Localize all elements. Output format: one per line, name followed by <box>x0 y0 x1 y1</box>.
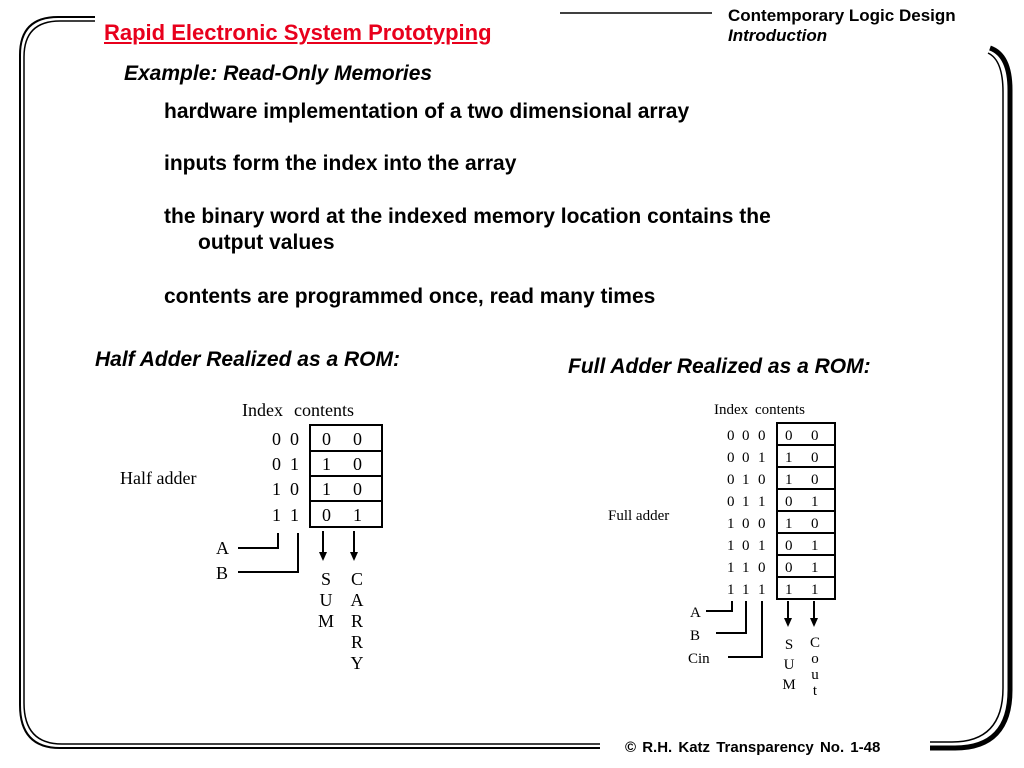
full-content-bit: 0 <box>811 472 819 488</box>
full-index-bit: 0 <box>742 428 750 444</box>
subheading: Example: Read-Only Memories <box>124 62 433 85</box>
bullet-item: inputs form the index into the array <box>164 151 516 177</box>
input-label-a: A <box>216 538 229 558</box>
full-content-bit: 0 <box>785 538 793 554</box>
course-title: Contemporary Logic Design <box>728 6 956 25</box>
index-header: Index <box>714 402 749 418</box>
full-index-bit: 1 <box>742 494 750 510</box>
half-content-bit: 1 <box>322 454 331 474</box>
half-content-bit: 0 <box>353 429 362 449</box>
full-index-bit: 0 <box>742 450 750 466</box>
input-wires <box>238 531 355 573</box>
full-index-bit: 1 <box>727 560 735 576</box>
output-arrows <box>319 552 358 561</box>
contents-header: contents <box>294 400 354 420</box>
half-content-bit: 0 <box>322 505 331 525</box>
full-index-bit: 0 <box>758 472 766 488</box>
full-index-bit: 1 <box>758 538 766 554</box>
full-content-bit: 1 <box>785 472 793 488</box>
full-content-bit: 1 <box>811 538 819 554</box>
half-index-bit: 0 <box>290 479 299 499</box>
input-label-b: B <box>216 563 228 583</box>
full-content-bit: 0 <box>811 428 819 444</box>
full-index-bit: 0 <box>727 450 735 466</box>
input-label-b: B <box>690 628 700 644</box>
bullet-item: the binary word at the indexed memory lo… <box>164 204 771 256</box>
full-adder-rom-diagram: Index contents Full adder 0 0 0 0 0 0 0 … <box>608 402 836 699</box>
course-header: Contemporary Logic Design Introduction <box>728 6 956 46</box>
full-content-bit: 1 <box>785 450 793 466</box>
half-index-bit: 1 <box>272 505 281 525</box>
full-index-bit: 0 <box>727 494 735 510</box>
full-index-bit: 0 <box>758 560 766 576</box>
rom-box <box>776 422 836 600</box>
bullet-text: the binary word at the indexed memory lo… <box>164 205 771 228</box>
slide-footer: © R.H. Katz Transparency No. 1-48 <box>625 739 881 756</box>
index-header: Index <box>242 400 283 420</box>
half-content-bit: 1 <box>353 505 362 525</box>
full-index-bit: 1 <box>742 582 750 598</box>
full-adder-caption: Full Adder Realized as a ROM: <box>568 355 871 378</box>
half-content-bit: 1 <box>322 479 331 499</box>
output-arrows <box>784 618 818 627</box>
full-index-bit: 1 <box>727 538 735 554</box>
half-content-bit: 0 <box>353 479 362 499</box>
rom-box <box>309 424 383 528</box>
half-content-bit: 0 <box>353 454 362 474</box>
full-index-bit: 0 <box>742 538 750 554</box>
bullet-item: hardware implementation of a two dimensi… <box>164 99 689 125</box>
full-content-bit: 0 <box>785 560 793 576</box>
half-index-bit: 0 <box>272 454 281 474</box>
full-index-bit: 1 <box>742 472 750 488</box>
half-index-bit: 1 <box>272 479 281 499</box>
full-index-bit: 0 <box>727 428 735 444</box>
half-index-bit: 1 <box>290 505 299 525</box>
bullet-text-continued: output values <box>198 231 335 254</box>
full-content-bit: 1 <box>811 494 819 510</box>
bullet-item: contents are programmed once, read many … <box>164 284 655 310</box>
full-index-bit: 0 <box>758 428 766 444</box>
half-content-bit: 0 <box>322 429 331 449</box>
full-index-bit: 1 <box>758 450 766 466</box>
full-content-bit: 1 <box>785 582 793 598</box>
full-index-bit: 1 <box>727 582 735 598</box>
input-label-cin: Cin <box>688 651 710 667</box>
half-index-bit: 0 <box>290 429 299 449</box>
input-label-a: A <box>690 605 701 621</box>
full-adder-label: Full adder <box>608 508 669 524</box>
full-index-bit: 1 <box>758 494 766 510</box>
course-section: Introduction <box>728 26 828 45</box>
bullet-text: inputs form the index into the array <box>164 152 517 175</box>
bullet-text: hardware implementation of a two dimensi… <box>164 100 690 123</box>
half-index-bit: 1 <box>290 454 299 474</box>
slide-title: Rapid Electronic System Prototyping <box>104 20 492 45</box>
full-content-bit: 0 <box>811 450 819 466</box>
contents-header: contents <box>755 402 805 418</box>
full-content-bit: 1 <box>811 560 819 576</box>
half-index-bit: 0 <box>272 429 281 449</box>
half-adder-caption: Half Adder Realized as a ROM: <box>95 348 400 371</box>
full-index-bit: 0 <box>742 516 750 532</box>
full-index-bit: 1 <box>742 560 750 576</box>
full-index-bit: 1 <box>727 516 735 532</box>
half-adder-rom-diagram: Index contents Half adder 0 0 0 0 0 1 1 … <box>120 400 383 673</box>
full-content-bit: 1 <box>785 516 793 532</box>
full-index-bit: 0 <box>758 516 766 532</box>
full-index-bit: 1 <box>758 582 766 598</box>
bullet-text: contents are programmed once, read many … <box>164 285 656 308</box>
full-content-bit: 0 <box>785 494 793 510</box>
half-adder-label: Half adder <box>120 468 196 488</box>
full-content-bit: 0 <box>811 516 819 532</box>
full-content-bit: 1 <box>811 582 819 598</box>
full-index-bit: 0 <box>727 472 735 488</box>
input-wires <box>706 601 815 658</box>
full-content-bit: 0 <box>785 428 793 444</box>
